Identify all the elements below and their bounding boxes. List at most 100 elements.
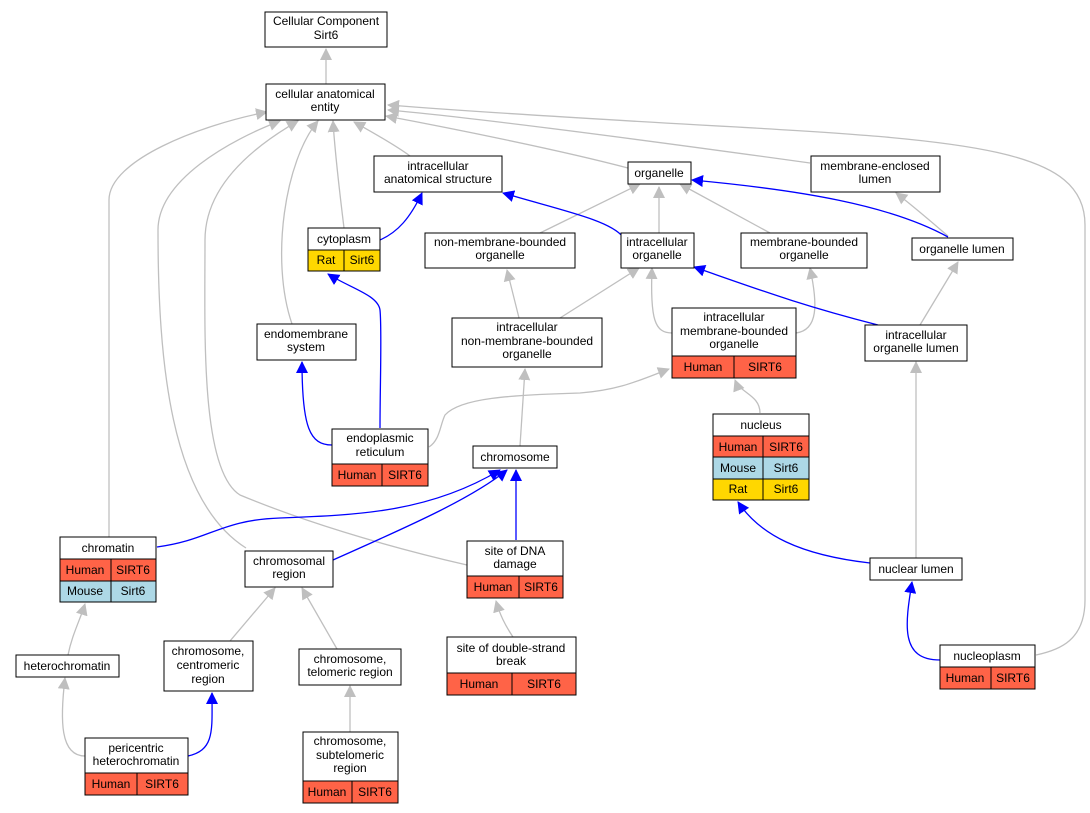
node-chromatin[interactable]: chromatin Human SIRT6 Mouse Sirt6 <box>59 536 157 603</box>
edge-mbo-organelle <box>679 183 771 234</box>
node-label-line: intracellular <box>885 328 946 342</box>
node-label-line: system <box>287 340 325 354</box>
annotation-gene-label: SIRT6 <box>358 785 392 799</box>
edge-nucleus-imbo <box>733 379 761 414</box>
node-label-line: organelle <box>779 248 829 262</box>
node-label-line: membrane-enclosed <box>820 159 929 173</box>
node-intracellular-organelle-lumen[interactable]: intracellular organelle lumen <box>864 324 968 362</box>
node-cytoplasm[interactable]: cytoplasm Rat Sirt6 <box>307 227 381 272</box>
nodes-layer: Cellular Component Sirt6 cellular anatom… <box>15 11 1036 804</box>
node-label-line: intracellular <box>496 320 557 334</box>
edge-ccr-cr <box>229 587 276 642</box>
node-cellular-component-root[interactable]: Cellular Component Sirt6 <box>264 11 388 48</box>
node-organelle-lumen[interactable]: organelle lumen <box>911 237 1014 261</box>
node-cellular-anatomical-entity[interactable]: cellular anatomical entity <box>265 83 386 121</box>
node-label-line: nucleoplasm <box>953 649 1020 663</box>
edge-inmbo-io <box>559 267 640 319</box>
node-label-line: break <box>496 654 527 668</box>
node-site-of-double-strand-break[interactable]: site of double-strand break Human SIRT6 <box>446 636 577 696</box>
node-intracellular-anatomical-structure[interactable]: intracellular anatomical structure <box>373 155 503 193</box>
node-label-line: chromosome, <box>172 644 245 658</box>
annotation-species-label: Mouse <box>67 584 103 598</box>
annotation-human-gene <box>990 666 1036 690</box>
node-label-line: lumen <box>859 172 892 186</box>
edge-ph-ccr <box>187 692 219 757</box>
node-heterochromatin[interactable]: heterochromatin <box>15 654 120 678</box>
annotation-rat-gene <box>343 249 381 272</box>
node-chromosome[interactable]: chromosome <box>472 445 558 469</box>
node-label-line: region <box>191 672 224 686</box>
node-label-line: organelle <box>634 166 684 180</box>
annotation-gene-label: SIRT6 <box>116 563 150 577</box>
node-endomembrane-system[interactable]: endomembrane system <box>256 323 357 361</box>
node-non-membrane-bounded-organelle[interactable]: non-membrane-bounded organelle <box>424 232 576 269</box>
node-label-line: nuclear lumen <box>878 562 953 576</box>
edge-inmbo-nmbo <box>503 269 520 319</box>
node-intracellular-membrane-bounded-organelle[interactable]: intracellular membrane-bounded organelle… <box>671 307 797 379</box>
annotation-species-label: Human <box>474 580 513 594</box>
edge-sdd-cae <box>204 120 468 566</box>
node-label-line: region <box>333 761 366 775</box>
edge-iol-ol <box>919 261 959 326</box>
annotation-gene-label: SIRT6 <box>527 677 561 691</box>
edge-sdsb-sdd <box>493 600 514 638</box>
edges-layer <box>57 48 1086 757</box>
node-nucleoplasm[interactable]: nucleoplasm Human SIRT6 <box>939 644 1036 690</box>
annotation-gene-label: Sirt6 <box>774 461 799 475</box>
node-chromosome-subtelomeric-region[interactable]: chromosome, subtelomeric region Human SI… <box>302 731 399 804</box>
node-nuclear-lumen[interactable]: nuclear lumen <box>869 557 963 581</box>
node-label-line: intracellular <box>703 310 764 324</box>
node-pericentric-heterochromatin[interactable]: pericentric heterochromatin Human SIRT6 <box>84 737 189 796</box>
node-label-line: intracellular <box>407 159 468 173</box>
node-intracellular-non-membrane-bounded-organelle[interactable]: intracellular non-membrane-bounded organ… <box>451 317 603 368</box>
edge-nl-nucleus <box>737 501 871 564</box>
annotation-gene-label: Sirt6 <box>350 253 375 267</box>
node-label-line: site of double-strand <box>457 641 566 655</box>
node-label-line: pericentric <box>108 741 163 755</box>
node-chromosome-centromeric-region[interactable]: chromosome, centromeric region <box>163 640 254 692</box>
node-label-line: nucleus <box>740 418 781 432</box>
node-label-line: chromosomal <box>253 554 325 568</box>
node-label-line: chromatin <box>82 541 135 555</box>
annotation-species-label: Human <box>946 671 985 685</box>
edge-chromatin-chromosome <box>156 469 501 548</box>
node-site-of-dna-damage[interactable]: site of DNA damage Human SIRT6 <box>466 540 564 599</box>
annotation-gene-label: SIRT6 <box>524 580 558 594</box>
edge-er-cytoplasm <box>327 273 382 429</box>
annotation-human-gene <box>518 575 564 599</box>
node-label-line: heterochromatin <box>24 659 111 673</box>
node-endoplasmic-reticulum[interactable]: endoplasmic reticulum Human SIRT6 <box>331 428 429 487</box>
node-intracellular-organelle[interactable]: intracellular organelle <box>620 232 695 269</box>
node-label-line: entity <box>311 100 340 114</box>
node-label-line: telomeric region <box>307 665 392 679</box>
annotation-gene-label: SIRT6 <box>388 468 422 482</box>
edge-nmbo-organelle <box>539 183 641 234</box>
node-label-line: endoplasmic <box>346 431 413 445</box>
node-label-line: membrane-bounded <box>750 235 858 249</box>
node-chromosome-telomeric-region[interactable]: chromosome, telomeric region <box>298 648 402 686</box>
node-label-line: Sirt6 <box>314 28 339 42</box>
node-label-line: endomembrane <box>264 327 348 341</box>
annotation-species-label: Rat <box>317 253 336 267</box>
edge-np-nl <box>904 581 941 661</box>
annotation-gene-label: SIRT6 <box>769 440 803 454</box>
node-label-line: non-membrane-bounded <box>434 235 566 249</box>
node-label-line: cellular anatomical <box>275 87 374 101</box>
annotation-gene-label: Sirt6 <box>774 482 799 496</box>
annotation-human-gene <box>381 463 429 487</box>
node-nucleus[interactable]: nucleus Human SIRT6 Mouse Sirt6 Rat Sirt… <box>712 413 810 501</box>
edge-cytoplasm-ias <box>379 192 423 241</box>
node-label-line: cytoplasm <box>317 232 371 246</box>
node-organelle[interactable]: organelle <box>627 161 692 185</box>
node-membrane-enclosed-lumen[interactable]: membrane-enclosed lumen <box>810 155 941 193</box>
annotation-gene-label: SIRT6 <box>748 360 782 374</box>
annotation-human-gene <box>351 780 399 804</box>
node-label-line: organelle <box>632 248 682 262</box>
annotation-species-label: Human <box>92 777 131 791</box>
node-membrane-bounded-organelle[interactable]: membrane-bounded organelle <box>740 232 868 269</box>
edge-ctr-cr <box>301 587 338 650</box>
edge-het-chromatin <box>67 603 88 656</box>
annotation-species-label: Rat <box>729 482 748 496</box>
edge-imbo-mbo <box>795 267 819 334</box>
node-chromosomal-region[interactable]: chromosomal region <box>244 550 334 588</box>
